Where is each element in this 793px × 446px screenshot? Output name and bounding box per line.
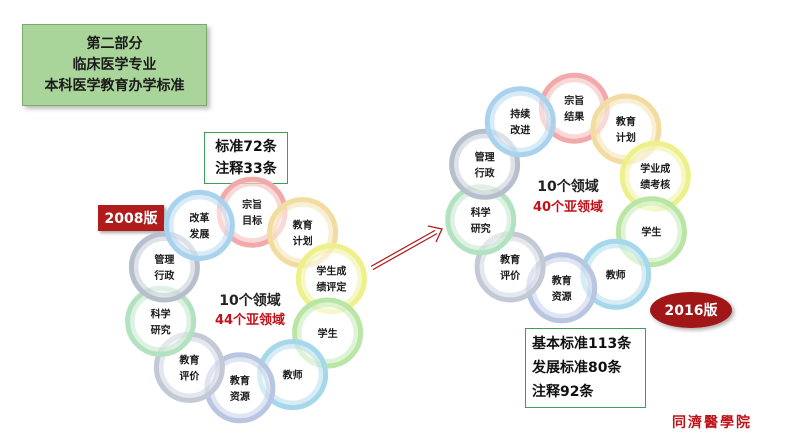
right-domain-label: 资源 xyxy=(552,290,572,303)
right-domain-label: 教育 xyxy=(615,115,636,128)
left-domain-ring: 宗旨目标教育计划学生成绩评定学生教师教育资源教育评价科学研究管理行政改革发展 xyxy=(125,176,367,424)
standards-2008-box: 标准72条 注释33条 xyxy=(204,132,288,184)
left-domain-label: 科学 xyxy=(151,307,171,320)
left-domain-label: 目标 xyxy=(242,214,262,227)
left-domain-label: 评价 xyxy=(179,369,200,382)
transition-arrow xyxy=(370,225,443,271)
left-domain-label: 资源 xyxy=(230,390,250,403)
left-domain-label: 行政 xyxy=(153,269,175,282)
left-domain-label: 管理 xyxy=(154,253,174,266)
school-logo-text: 同濟醫學院 xyxy=(672,415,752,431)
right-domain-label: 评价 xyxy=(500,269,521,282)
title-line-2: 临床医学专业 xyxy=(72,56,157,73)
right-center-label: 10个领域 40个亚领域 xyxy=(533,178,603,215)
right-domain-circle: 教师 xyxy=(580,238,652,310)
right-domain-label: 行政 xyxy=(474,166,496,179)
title-line-1: 第二部分 xyxy=(86,35,143,52)
right-domain-label: 教师 xyxy=(605,268,626,281)
left-domain-label: 发展 xyxy=(188,227,209,240)
left-domain-circle: 教师 xyxy=(257,339,329,411)
right-center-line-1: 10个领域 xyxy=(537,178,598,195)
left-domain-label: 学生 xyxy=(318,327,338,340)
left-domain-label: 计划 xyxy=(293,235,313,248)
standards-2016-line-1: 基本标准113条 xyxy=(532,336,632,352)
right-domain-label: 教育 xyxy=(551,274,572,287)
standards-2016-line-2: 发展标准80条 xyxy=(532,360,622,376)
left-domain-label: 教育 xyxy=(229,374,250,387)
right-domain-label: 教育 xyxy=(499,253,520,266)
standards-2016-box: 基本标准113条 发展标准80条 注释92条 xyxy=(525,328,646,408)
left-domain-label: 绩评定 xyxy=(316,281,346,294)
standards-2008-line-1: 标准72条 xyxy=(215,139,277,155)
right-domain-label: 改进 xyxy=(510,124,530,137)
right-domain-label: 持续 xyxy=(510,108,530,121)
right-domain-label: 学业成 xyxy=(640,162,670,175)
left-domain-label: 改革 xyxy=(189,211,209,224)
left-center-line-1: 10个领域 xyxy=(219,292,280,309)
right-domain-label: 科学 xyxy=(471,206,491,219)
section-title-box: 第二部分 临床医学专业 本科医学教育办学标准 xyxy=(22,24,207,106)
left-center-label: 10个领域 44个亚领域 xyxy=(215,292,285,328)
version-2008-badge: 2008版 xyxy=(98,205,164,231)
right-domain-label: 结果 xyxy=(564,110,585,123)
left-center-line-2: 44个亚领域 xyxy=(215,312,285,328)
left-domain-label: 宗旨 xyxy=(242,198,262,211)
left-domain-label: 教育 xyxy=(178,353,199,366)
right-domain-label: 绩考核 xyxy=(640,178,670,191)
left-domain-label: 教育 xyxy=(292,219,313,232)
left-domain-label: 学生成 xyxy=(316,265,346,278)
left-domain-label: 教师 xyxy=(282,369,303,382)
right-domain-label: 计划 xyxy=(616,131,636,144)
right-domain-ring: 宗旨结果教育计划学业成绩考核学生教师教育资源教育评价科学研究管理行政持续改进 xyxy=(445,72,691,324)
right-domain-label: 管理 xyxy=(475,150,495,163)
left-domain-label: 研究 xyxy=(151,323,171,336)
right-center-line-2: 40个亚领域 xyxy=(533,199,603,215)
title-line-3: 本科医学教育办学标准 xyxy=(44,77,185,94)
right-domain-label: 研究 xyxy=(471,222,491,235)
right-domain-label: 学生 xyxy=(641,226,661,239)
right-domain-label: 宗旨 xyxy=(564,94,584,107)
standards-2008-line-2: 注释33条 xyxy=(215,161,277,177)
standards-2016-line-3: 注释92条 xyxy=(532,384,594,400)
version-2016-badge: 2016版 xyxy=(650,292,732,328)
